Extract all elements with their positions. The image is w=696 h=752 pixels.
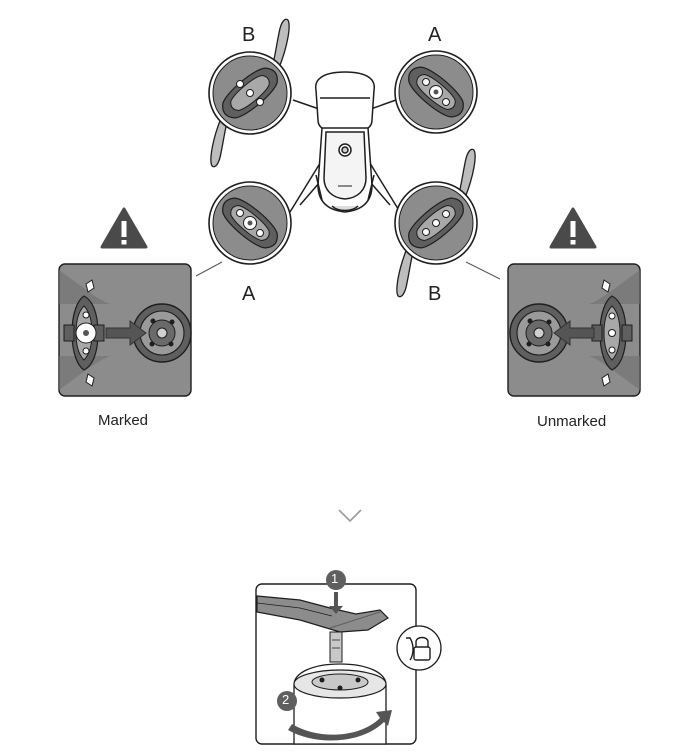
step-1-number: 1 <box>331 571 339 586</box>
installation-detail-panel <box>255 583 417 745</box>
step-2-number: 2 <box>282 692 290 707</box>
drone-body <box>289 71 401 213</box>
propeller-label-bottom-left: A <box>242 283 256 305</box>
lock-icon <box>396 625 442 671</box>
marked-caption: Marked <box>98 412 149 429</box>
warning-triangle-icon <box>549 207 597 249</box>
chevron-down-icon[interactable] <box>338 509 362 523</box>
propeller-top-left <box>196 17 304 169</box>
connector-line-right <box>465 261 501 280</box>
propeller-top-right <box>394 50 478 134</box>
warning-triangle-icon <box>100 207 148 249</box>
direction-arrow <box>105 320 147 346</box>
marked-detail-panel <box>58 263 192 397</box>
propeller-label-top-left: B <box>242 24 256 46</box>
propeller-bottom-left <box>208 181 292 265</box>
step-1-badge <box>326 570 346 590</box>
direction-arrow <box>553 320 595 346</box>
propeller-label-bottom-right: B <box>428 283 442 305</box>
unmarked-caption: Unmarked <box>537 413 607 430</box>
propeller-label-top-right: A <box>428 24 442 46</box>
unmarked-detail-panel <box>507 263 641 397</box>
propeller-bottom-right <box>382 147 490 299</box>
connector-line-left <box>195 261 223 277</box>
step-2-badge <box>277 691 297 711</box>
